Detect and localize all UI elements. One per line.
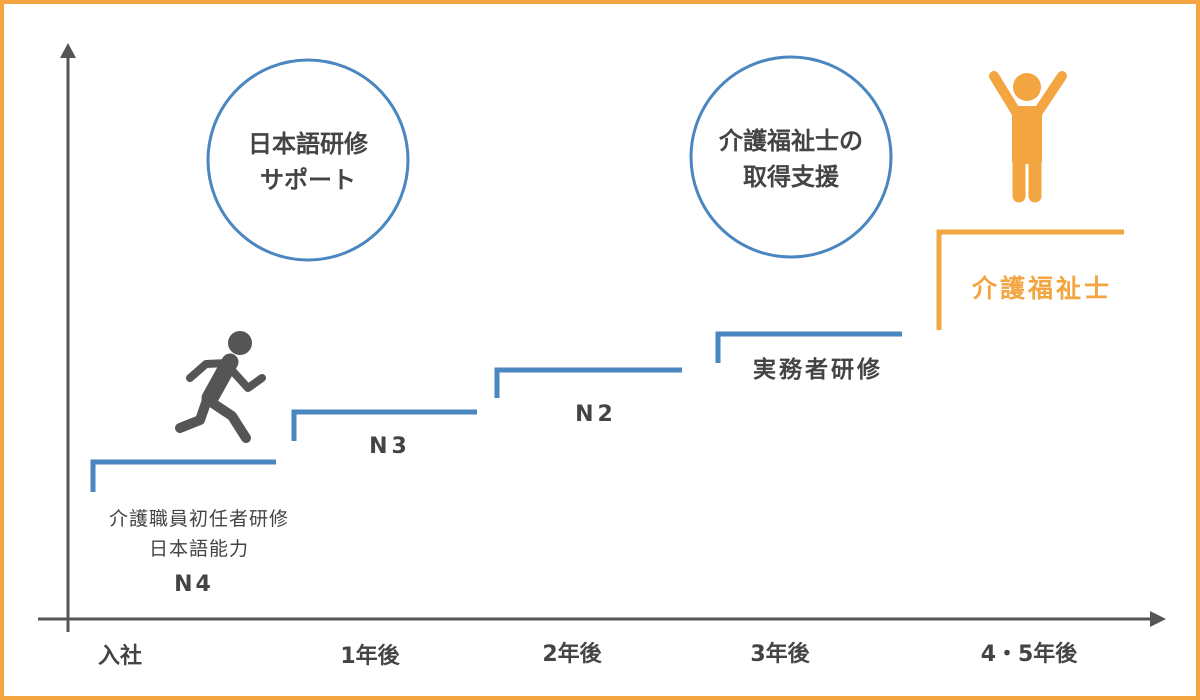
- y-axis-arrow: [60, 43, 76, 58]
- circle-japanese-support-text: 日本語研修 サポート: [208, 126, 408, 198]
- circle-certification-support: [689, 55, 893, 259]
- x-label-year-1: 1年後: [340, 644, 400, 669]
- step-4-label: 実務者研修: [753, 357, 883, 383]
- step-3-label: N2: [575, 402, 617, 427]
- circle-certification-support-text: 介護福祉士の 取得支援: [691, 123, 891, 195]
- step-2: [291, 409, 477, 441]
- step-1-sub-label: N4: [174, 572, 214, 597]
- circle-1-line-1: 日本語研修: [248, 130, 368, 158]
- x-label-year-4-5: 4・5年後: [980, 642, 1078, 667]
- step-4: [715, 331, 902, 363]
- celebrating-person-icon: [989, 71, 1067, 203]
- step-1: [90, 459, 276, 492]
- step-5-goal: [936, 229, 1124, 330]
- step-1-label-line-1: 介護職員初任者研修: [108, 508, 289, 530]
- circle-2-line-2: 取得支援: [743, 163, 839, 191]
- x-axis-arrow: [1150, 611, 1166, 627]
- x-label-entry: 入社: [97, 644, 142, 669]
- x-label-year-3: 3年後: [750, 642, 810, 667]
- diagram-canvas: [38, 43, 1166, 632]
- step-2-label: N3: [369, 434, 411, 459]
- step-1-label: 介護職員初任者研修 日本語能力: [84, 504, 314, 564]
- step-5-label: 介護福祉士: [971, 274, 1112, 303]
- step-1-label-line-2: 日本語能力: [148, 538, 249, 560]
- circle-japanese-support: [206, 58, 410, 262]
- step-3: [494, 367, 682, 398]
- circle-2-line-1: 介護福祉士の: [719, 127, 863, 155]
- running-person-icon: [175, 331, 266, 443]
- circle-1-line-2: サポート: [260, 166, 356, 194]
- x-label-year-2: 2年後: [542, 642, 602, 667]
